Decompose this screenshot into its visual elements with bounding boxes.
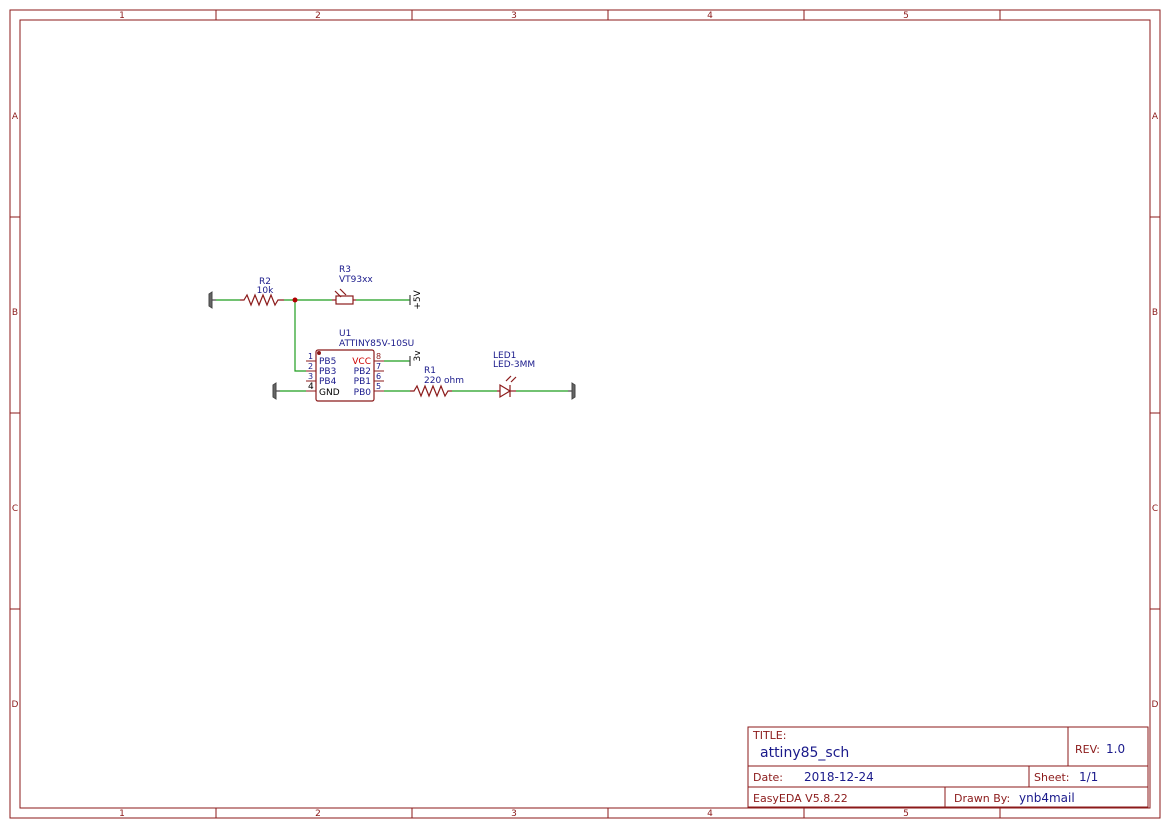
col-label-top: 1: [119, 11, 125, 21]
r1-value: 220 ohm: [424, 376, 464, 386]
led1-value: LED-3MM: [493, 360, 535, 370]
resistor-r2[interactable]: R2 10k: [240, 277, 284, 307]
drawn-by-label: Drawn By:: [954, 792, 1010, 805]
outer-frame: [9, 9, 1161, 819]
u1-pin-num: 6: [376, 372, 381, 381]
ground-symbol: [272, 382, 280, 400]
row-label-left: D: [12, 700, 19, 710]
photoresistor-r3[interactable]: R3 VT93xx: [332, 265, 373, 305]
tool-version: EasyEDA V5.8.22: [753, 792, 848, 805]
ground-symbol: [568, 382, 576, 400]
date-label: Date:: [753, 771, 783, 784]
inner-frame: [19, 19, 1151, 809]
junction-dot: [292, 297, 298, 303]
u1-value: ATTINY85V-10SU: [339, 339, 414, 349]
row-labels: A B C D A B C D: [12, 112, 1159, 710]
sheet-label: Sheet:: [1034, 771, 1070, 784]
col-label-bottom: 3: [511, 809, 517, 819]
power-5v-label: +5V: [413, 289, 423, 309]
u1-pin-num: 4: [308, 382, 314, 392]
row-label-left: B: [12, 308, 18, 318]
col-label-top: 5: [903, 11, 909, 21]
ground-symbol: [208, 291, 216, 309]
u1-pin-name: PB3: [319, 367, 336, 377]
col-label-top: 3: [511, 11, 517, 21]
u1-pin-num: 3: [308, 372, 313, 381]
u1-pin-num: 2: [308, 362, 313, 371]
u1-pin-name: PB4: [319, 377, 337, 387]
power-3v-symbol: 3v: [409, 350, 423, 366]
u1-designator: U1: [339, 329, 351, 339]
u1-pin-name: PB0: [354, 388, 372, 398]
u1-pin-num: 7: [376, 362, 381, 371]
row-label-right: A: [1152, 112, 1159, 122]
r1-designator: R1: [424, 366, 436, 376]
u1-pin-num: 1: [308, 352, 313, 361]
date-value: 2018-12-24: [804, 770, 874, 784]
rev-label: REV:: [1075, 743, 1100, 756]
led1-designator: LED1: [493, 351, 516, 361]
wires: [216, 299, 568, 392]
rev-value: 1.0: [1106, 742, 1125, 756]
u1-pin-name: GND: [319, 388, 340, 398]
column-labels: 1 2 3 4 5 1 2 3 4 5: [119, 11, 909, 819]
u1-pin-name: VCC: [352, 357, 371, 367]
power-5v-symbol: +5V: [409, 289, 423, 310]
row-label-left: A: [12, 112, 19, 122]
sheet-title: attiny85_sch: [760, 745, 849, 761]
u1-pin-num: 5: [376, 382, 381, 391]
col-label-top: 2: [315, 11, 321, 21]
col-label-bottom: 5: [903, 809, 909, 819]
u1-pin-name: PB2: [354, 367, 371, 377]
row-label-right: C: [1152, 504, 1158, 514]
row-ticks: [10, 216, 1160, 610]
row-label-left: C: [12, 504, 18, 514]
sheet-value: 1/1: [1079, 770, 1098, 784]
column-ticks: [215, 10, 1001, 818]
r2-designator: R2: [259, 277, 271, 287]
r3-designator: R3: [339, 265, 351, 275]
col-label-top: 4: [707, 11, 713, 21]
u1-pin-num: 8: [376, 352, 381, 361]
resistor-r1[interactable]: R1 220 ohm: [410, 366, 464, 398]
col-label-bottom: 2: [315, 809, 321, 819]
r2-value: 10k: [257, 286, 274, 296]
col-label-bottom: 4: [707, 809, 713, 819]
row-label-right: B: [1152, 308, 1158, 318]
u1-pin-name: PB5: [319, 357, 336, 367]
row-label-right: D: [1152, 700, 1159, 710]
drawn-by-value: ynb4mail: [1019, 791, 1075, 805]
title-block: TITLE: attiny85_sch REV: 1.0 Date: 2018-…: [747, 726, 1149, 808]
ic-u1[interactable]: U1 ATTINY85V-10SU 1 2 3 4 PB5 PB3 PB4 GN…: [306, 329, 414, 402]
col-label-bottom: 1: [119, 809, 125, 819]
r3-value: VT93xx: [339, 275, 373, 285]
u1-pin-name: PB1: [354, 377, 371, 387]
power-3v-label: 3v: [413, 350, 423, 362]
led-led1[interactable]: LED1 LED-3MM: [493, 351, 535, 399]
title-label: TITLE:: [752, 729, 786, 742]
